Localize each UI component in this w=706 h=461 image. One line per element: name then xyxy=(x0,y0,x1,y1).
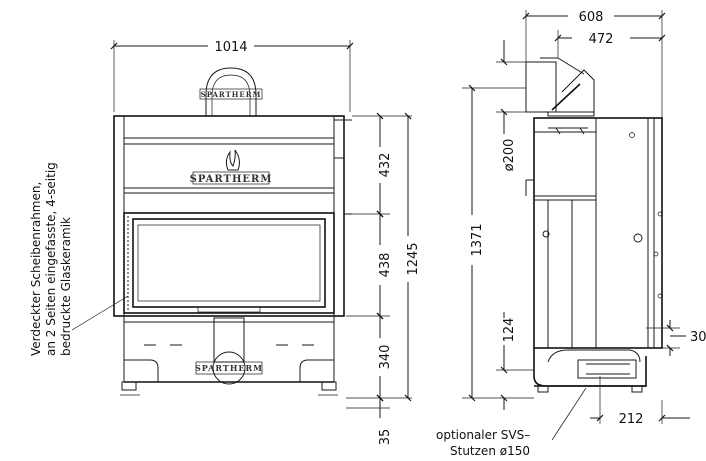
depth-total-label: 608 xyxy=(579,10,604,25)
front-base: SPARTHERM xyxy=(120,316,338,396)
dim-35-label: 35 xyxy=(378,429,393,446)
side-view: 608 472 xyxy=(436,10,706,458)
dim-1245-label: 1245 xyxy=(406,242,421,275)
dim-432-label: 432 xyxy=(378,153,393,178)
side-base xyxy=(533,348,647,393)
glass-note: Verdeckter Scheibenrahmen, an 2 Seiten e… xyxy=(29,162,129,356)
height-low-label: 124 xyxy=(502,318,517,343)
glass-inner xyxy=(137,224,321,302)
svs-note-line-2: Stutzen ø150 xyxy=(450,444,530,458)
dim-front-width: 1014 xyxy=(110,40,354,112)
brand-base-label: SPARTHERM xyxy=(195,363,263,373)
glass-note-line-1: Verdeckter Scheibenrahmen, xyxy=(29,182,43,356)
flue-diameter-label: ø200 xyxy=(502,139,517,172)
side-body xyxy=(533,117,663,349)
fire-door-frame xyxy=(123,212,335,314)
brand-top-label: SPARTHERM xyxy=(201,90,262,99)
glass-note-line-3: bedruckte Glaskeramik xyxy=(59,217,73,356)
spartherm-logo: SPARTHERM xyxy=(190,149,273,185)
front-body xyxy=(113,115,345,317)
glass-ceramic-panel xyxy=(132,218,326,308)
dim-340-label: 340 xyxy=(378,345,393,370)
flue-dome: SPARTHERM xyxy=(199,67,263,116)
dim-front-heights: 432 438 340 35 1245 xyxy=(346,112,421,446)
dim-side-right: 30 212 xyxy=(590,320,706,427)
dim-side-left: ø200 1371 124 xyxy=(462,40,534,410)
front-view: 1014 SPARTHERM SPARTHERM xyxy=(29,40,421,445)
foot-right xyxy=(321,381,337,391)
offset-right-label: 30 xyxy=(690,330,706,345)
glass-note-line-2: an 2 Seiten eingefasste, 4-seitig xyxy=(44,162,58,356)
svs-note: optionaler SVS– Stutzen ø150 xyxy=(436,387,587,458)
depth-flue-label: 472 xyxy=(589,32,614,47)
front-width-label: 1014 xyxy=(214,40,247,55)
bottom-offset-label: 212 xyxy=(619,412,644,427)
door-handle xyxy=(197,306,261,313)
brand-logo-label: SPARTHERM xyxy=(190,174,273,185)
dim-side-depth: 608 472 xyxy=(522,10,666,118)
height-total-label: 1371 xyxy=(470,223,485,256)
svs-note-line-1: optionaler SVS– xyxy=(436,428,530,442)
foot-left xyxy=(121,381,137,391)
side-flue xyxy=(525,57,595,135)
dim-438-label: 438 xyxy=(378,253,393,278)
